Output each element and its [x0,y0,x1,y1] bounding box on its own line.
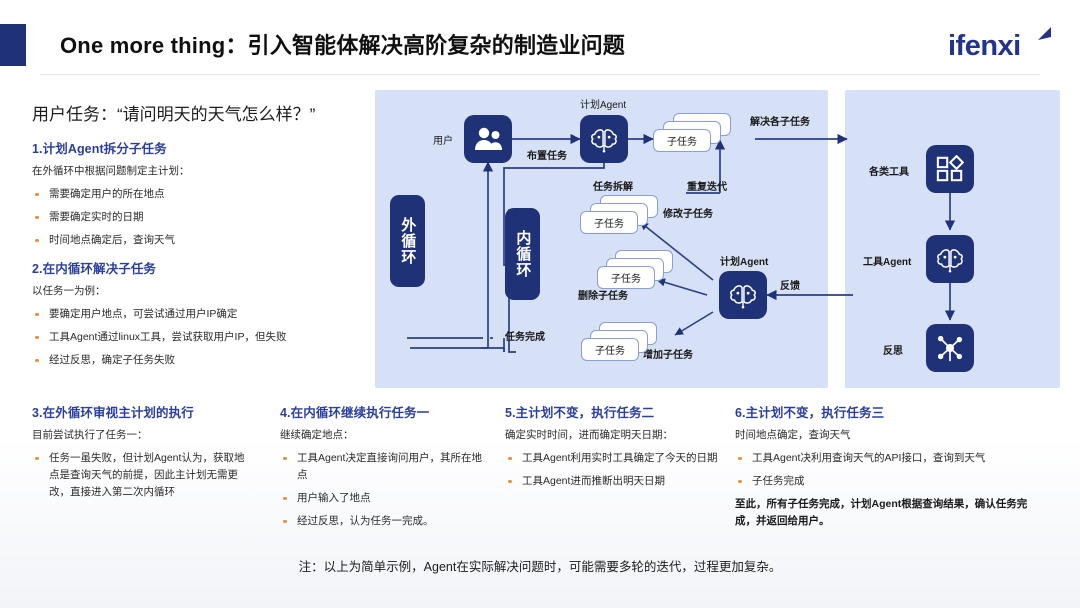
section-2: 2.在内循环解决子任务 以任务一为例： 要确定用户地点，可尝试通过用户IP确定 … [32,258,332,375]
section-6-sub: 时间地点确定，查询天气 [735,429,851,441]
plan-agent-bottom-label: 计划Agent [720,257,769,268]
list-item: 用户输入了地点 [280,490,485,507]
reflect-node-label: 反思 [883,346,903,357]
reflect-node[interactable] [926,324,974,372]
section-4-sub: 继续确定地点： [280,429,354,441]
apps-grid-icon [936,155,964,182]
list-item: 需要确定用户的所在地点 [32,186,342,203]
list-item: 工具Agent决利用查询天气的API接口，查询到天气 [735,450,1045,467]
section-5-sub: 确定实时时间，进而确定明天日期： [505,429,673,441]
edge-task-split-label: 任务拆解 [593,182,633,193]
list-item: 工具Agent进而推断出明天日期 [505,473,720,490]
list-item: 工具Agent决定直接询问用户，其所在地点 [280,450,485,484]
section-2-heading: 2.在内循环解决子任务 [32,262,157,276]
inner-loop-badge: 内循环 [505,208,540,300]
section-6-footer: 至此，所有子任务完成，计划Agent根据查询结果，确认任务完成，并返回给用户。 [735,497,1028,527]
user-task-title: 用户任务：“请问明天的天气怎么样？” [32,105,316,124]
edge-assign-task-label: 布置任务 [527,151,567,162]
section-1-heading: 1.计划Agent拆分子任务 [32,142,167,156]
section-6: 6.主计划不变，执行任务三 时间地点确定，查询天气 工具Agent决利用查询天气… [735,402,1045,530]
list-item: 经过反思，认为任务一完成。 [280,513,485,530]
section-3-bullets: 任务一虽失败，但计划Agent认为，获取地点是查询天气的前提，因此主计划无需更改… [32,450,247,501]
edge-solve-each-label: 解决各子任务 [750,117,810,128]
list-item: 时间地点确定后，查询天气 [32,232,342,249]
plan-agent-bottom-node[interactable] [719,271,767,319]
section-5-heading: 5.主计划不变，执行任务二 [505,406,655,420]
footer-note: 注：以上为简单示例，Agent在实际解决问题时，可能需要多轮的迭代，过程更加复杂… [298,560,782,574]
agent-loop-diagram: 外循环 内循环 用户 计划Age [375,90,1060,388]
list-item: 需要确定实时的日期 [32,209,342,226]
subtask-card-add[interactable]: 子任务 [581,338,639,361]
slide-header: One more thing：引入智能体解决高阶复杂的制造业问题 ifenxi [0,0,1080,76]
section-1: 1.计划Agent拆分子任务 在外循环中根据问题制定主计划： 需要确定用户的所在… [32,138,342,255]
list-item: 工具Agent利用实时工具确定了今天的日期 [505,450,720,467]
subtask-card-main[interactable]: 子任务 [653,129,711,152]
tool-agent-node[interactable] [926,235,974,283]
list-item: 子任务完成 [735,473,1045,490]
section-4: 4.在内循环继续执行任务一 继续确定地点： 工具Agent决定直接询问用户，其所… [280,402,485,536]
outer-loop-label: 外循环 [399,217,417,265]
plan-agent-top-node[interactable] [580,115,628,163]
user-node-label: 用户 [433,136,453,147]
list-item: 工具Agent通过linux工具，尝试获取用户IP，但失败 [32,329,332,346]
section-5: 5.主计划不变，执行任务二 确定实时时间，进而确定明天日期： 工具Agent利用… [505,402,720,496]
section-1-sub: 在外循环中根据问题制定主计划： [32,165,190,177]
edge-delete-subtask-label: 删除子任务 [578,291,628,302]
header-accent-bar [0,24,26,66]
user-node[interactable] [464,115,512,163]
list-item: 任务一虽失败，但计划Agent认为，获取地点是查询天气的前提，因此主计划无需更改… [32,450,247,501]
section-3-sub: 目前尝试执行了任务一： [32,429,148,441]
section-5-bullets: 工具Agent利用实时工具确定了今天的日期 工具Agent进而推断出明天日期 [505,450,720,490]
subtask-card-modify[interactable]: 子任务 [580,211,638,234]
tools-node[interactable] [926,145,974,193]
list-item: 要确定用户地点，可尝试通过用户IP确定 [32,306,332,323]
edge-task-done-label: 任务完成 [505,332,545,343]
brain-icon [730,285,756,309]
section-4-heading: 4.在内循环继续执行任务一 [280,406,430,420]
section-6-heading: 6.主计划不变，执行任务三 [735,406,885,420]
tool-agent-node-label: 工具Agent [863,257,912,268]
section-4-bullets: 工具Agent决定直接询问用户，其所在地点 用户输入了地点 经过反思，认为任务一… [280,450,485,530]
tools-node-label: 各类工具 [869,167,909,178]
section-1-bullets: 需要确定用户的所在地点 需要确定实时的日期 时间地点确定后，查询天气 [32,186,342,249]
section-6-bullets: 工具Agent决利用查询天气的API接口，查询到天气 子任务完成 [735,450,1045,490]
outer-loop-badge: 外循环 [390,195,425,287]
section-3-heading: 3.在外循环审视主计划的执行 [32,406,194,420]
network-nodes-icon [937,335,963,362]
header-divider [40,74,1040,75]
section-2-bullets: 要确定用户地点，可尝试通过用户IP确定 工具Agent通过linux工具，尝试获… [32,306,332,369]
brand-logo: ifenxi [948,26,1052,66]
edge-add-subtask-label: 增加子任务 [643,350,693,361]
edge-feedback-label: 反馈 [780,281,800,292]
section-3: 3.在外循环审视主计划的执行 目前尝试执行了任务一： 任务一虽失败，但计划Age… [32,402,247,507]
logo-text: ifenxi [948,30,1021,62]
page-title: One more thing：引入智能体解决高阶复杂的制造业问题 [60,33,625,58]
subtask-card-delete[interactable]: 子任务 [597,266,655,289]
inner-loop-label: 内循环 [514,230,532,278]
list-item: 经过反思，确定子任务失败 [32,352,332,369]
brain-icon [591,129,617,153]
users-icon [475,127,502,150]
brain-icon [937,249,963,273]
edge-modify-subtask-label: 修改子任务 [663,209,713,220]
section-2-sub: 以任务一为例： [32,285,106,297]
logo-swoosh-icon [1038,27,1051,40]
edge-repeat-iterate-label: 重复迭代 [687,182,727,193]
plan-agent-top-label: 计划Agent [580,100,627,111]
